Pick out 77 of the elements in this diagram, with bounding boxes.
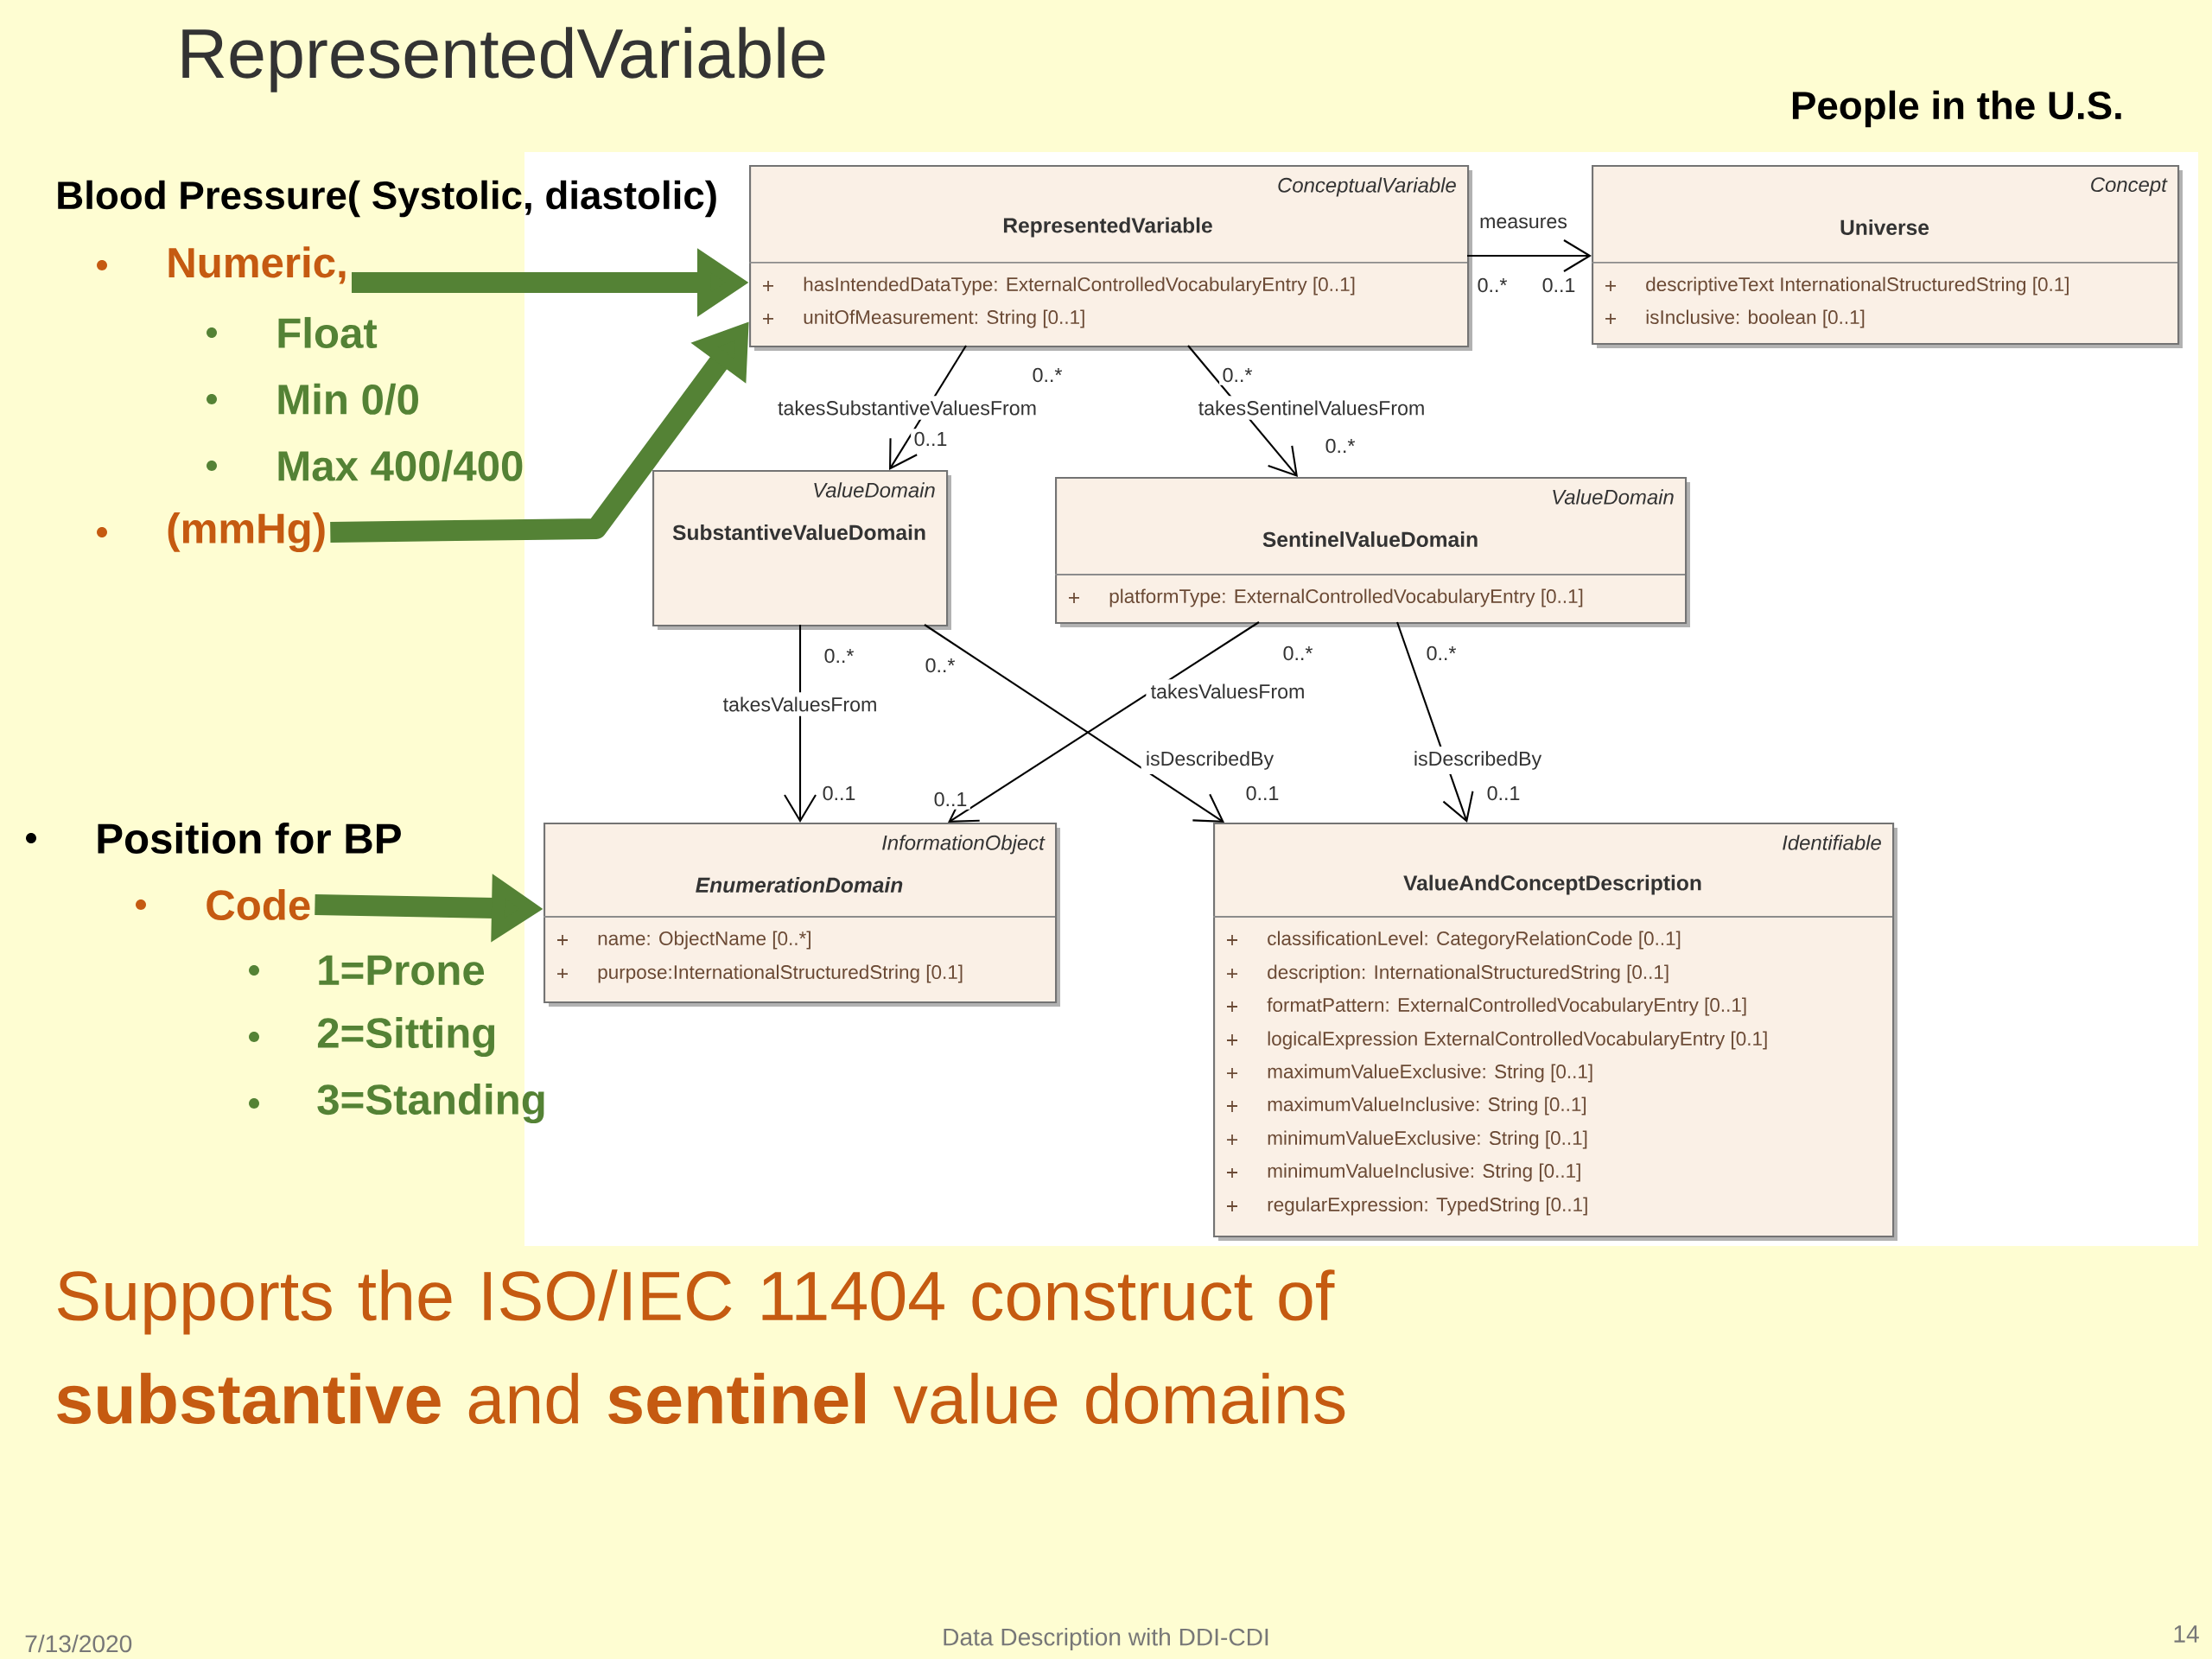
association-line [924, 624, 1225, 823]
multiplicity-label: 0..* [922, 655, 958, 676]
attribute-text: descriptiveText InternationalStructuredString [0.1] [1646, 276, 2069, 296]
multiplicity-label: 0..* [1322, 435, 1358, 456]
attribute-text: maximumValueExclusive: String [0..1] [1268, 1064, 1592, 1083]
attribute-text: purpose:InternationalStructuredString [0.1] [598, 964, 963, 983]
attribute-text: formatPattern: ExternalControlledVocabularyEntry [0..1] [1267, 997, 1746, 1016]
association-line [1467, 239, 1592, 272]
list-item: 2=Sitting [317, 1016, 495, 1058]
edge-label: isDescribedBy [1408, 746, 1547, 775]
list-item: Position for BP [98, 822, 401, 855]
stereotype-label: ValueDomain [814, 482, 935, 498]
class-name: RepresentedVariable [1003, 217, 1212, 238]
association-line [889, 345, 967, 470]
attribute-text: description: InternationalStructuredString [0..1] [1268, 964, 1669, 983]
multiplicity-label: 0..* [1280, 643, 1316, 664]
body-text: Supports the ISO/IEC 11404 construct of substantive and sentinel value domains [57, 1269, 1345, 1425]
class-box [748, 165, 1472, 351]
stereotype-label: ValueDomain [1553, 489, 1674, 505]
attribute-text: platformType: ExternalControlledVocabularyEntry [0..1] [1109, 588, 1583, 607]
multiplicity-label: 0..1 [819, 783, 859, 804]
edge-label: measures [1474, 213, 1573, 233]
class-name: ValueAndConceptDescription [1403, 874, 1701, 895]
multiplicity-label: 0..1 [931, 789, 970, 810]
edge-label: isDescribedBy [1141, 746, 1279, 775]
list-item: Float [278, 316, 378, 349]
list-item: Code [207, 888, 310, 921]
edge-label: takesValuesFrom [1146, 679, 1310, 703]
class-box [1591, 165, 2183, 348]
stereotype-label: InformationObject [882, 835, 1046, 855]
multiplicity-label: 0..* [1474, 275, 1510, 296]
attribute-text: classificationLevel: CategoryRelationCode [0..1] [1268, 931, 1681, 950]
attribute-text: minimumValueExclusive: String [0..1] [1268, 1130, 1587, 1149]
multiplicity-label: 0..* [1029, 365, 1065, 385]
edge-label: takesSentinelValuesFrom [1193, 396, 1430, 420]
stereotype-label: Concept [2091, 177, 2168, 196]
list-item: Max 400/400 [278, 449, 523, 482]
class-name: EnumerationDomain [696, 877, 903, 893]
footer-text: 7/13/2020 [25, 1634, 132, 1653]
stereotype-label: Identifiable [1783, 835, 1881, 850]
attribute-text: maximumValueInclusive: String [0..1] [1268, 1096, 1586, 1116]
class-box [1212, 823, 1897, 1241]
list-item: 3=Standing [317, 1083, 544, 1124]
list-item: (mmHg) [168, 512, 325, 553]
attribute-text: logicalExpression ExternalControlledVocabularyEntry [0.1] [1268, 1031, 1767, 1050]
list-item: 1=Prone [319, 955, 485, 986]
footer-text: 14 [2174, 1625, 2199, 1643]
slide-title: RepresentedVariable [182, 27, 825, 92]
multiplicity-label: 0..1 [1484, 783, 1523, 804]
heading: People in the U.S. [1792, 90, 2121, 128]
class-box [543, 823, 1060, 1007]
class-box [1054, 477, 1690, 627]
association-line [784, 625, 817, 823]
association-line [948, 621, 1260, 823]
edge-label: takesValuesFrom [718, 692, 882, 716]
class-name: SubstantiveValueDomain [672, 524, 925, 540]
attribute-text: name: ObjectName [0..*] [598, 931, 810, 950]
class-box [652, 470, 951, 630]
multiplicity-label: 0..* [821, 645, 857, 666]
attribute-text: unitOfMeasurement: String [0..1] [804, 309, 1084, 328]
multiplicity-label: 0..* [1423, 643, 1459, 664]
list-item: Numeric, [168, 246, 346, 284]
class-name: Universe [1840, 219, 1929, 235]
multiplicity-label: 0..1 [1539, 275, 1579, 296]
attribute-text: isInclusive: boolean [0..1] [1646, 309, 1865, 328]
multiplicity-label: 0..1 [911, 429, 950, 449]
class-name: SentinelValueDomain [1262, 531, 1478, 547]
edge-label: takesSubstantiveValuesFrom [772, 396, 1042, 420]
association-line [1396, 621, 1474, 823]
stereotype-label: ConceptualVariable [1278, 177, 1456, 197]
multiplicity-label: 0..1 [1243, 783, 1282, 804]
attribute-text: regularExpression: TypedString [0..1] [1268, 1197, 1587, 1216]
multiplicity-label: 0..* [1219, 365, 1255, 385]
footer-text: Data Description with DDI-CDI [944, 1627, 1268, 1651]
list-item: Min 0/0 [278, 383, 418, 416]
attribute-text: hasIntendedDataType: ExternalControlledVocabularyEntry [0..1] [804, 276, 1355, 296]
attribute-text: minimumValueInclusive: String [0..1] [1268, 1163, 1580, 1182]
